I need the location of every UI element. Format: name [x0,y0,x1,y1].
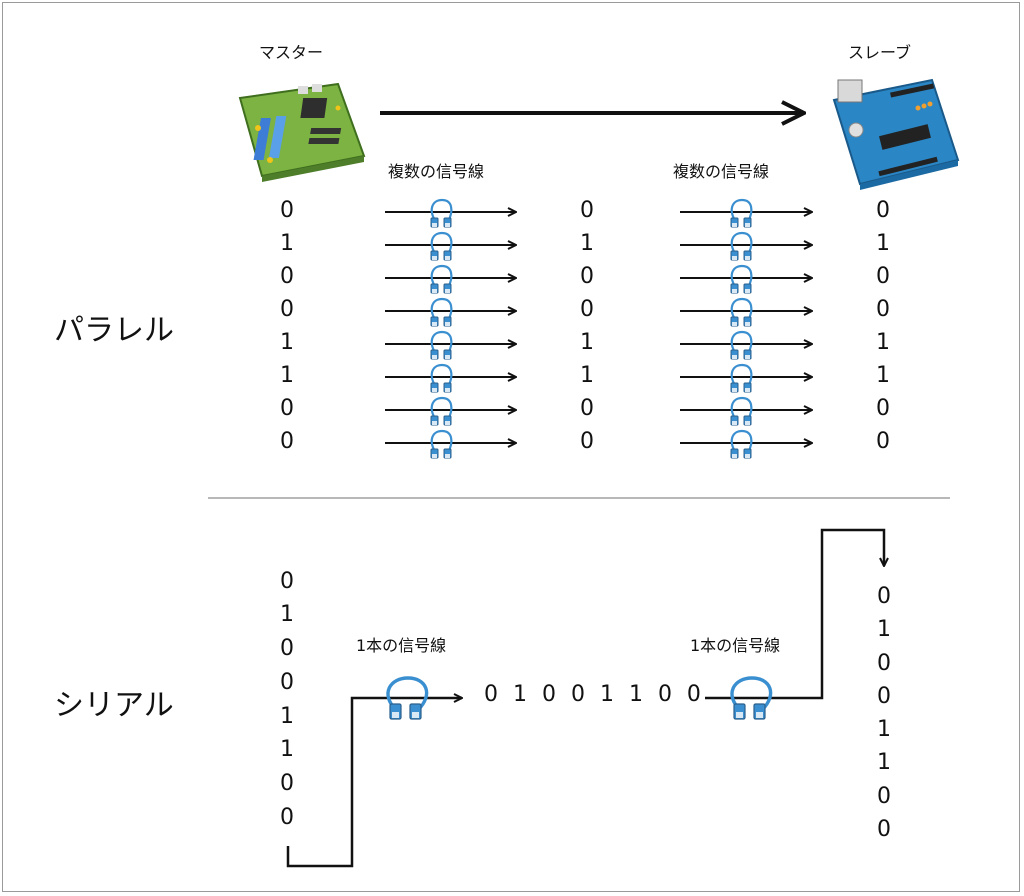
slave-bit: 1 [876,363,890,388]
microcontroller-board-icon [832,78,960,190]
slave-bit: 0 [876,297,890,322]
master-bit: 0 [280,429,294,454]
serial-input-bit: 1 [280,737,294,762]
motherboard-icon [238,82,366,182]
serial-output-bit: 0 [877,784,891,809]
lines-label-left: 複数の信号線 [388,162,485,181]
slave-bit: 1 [876,330,890,355]
middle-bit: 0 [580,396,594,421]
serial-bit-sequence: 0 1 0 0 1 1 0 0 [484,682,705,707]
slave-label: スレーブ [848,43,912,62]
serial-input-bit: 1 [280,704,294,729]
cable-icon [429,198,453,229]
cable-icon [729,429,753,460]
cable-icon [729,198,753,229]
middle-bit: 1 [580,363,594,388]
serial-output-bit: 1 [877,717,891,742]
master-label: マスター [259,43,324,62]
master-bit: 1 [280,330,294,355]
master-bit: 0 [280,198,294,223]
cable-icon [429,429,453,460]
serial-output-bit: 0 [877,651,891,676]
serial-input-bit: 0 [280,805,294,830]
serial-output-bit: 1 [877,617,891,642]
cable-icon [729,330,753,361]
master-bit: 0 [280,396,294,421]
serial-input-bit: 0 [280,670,294,695]
slave-bit: 0 [876,429,890,454]
cable-icon [729,363,753,394]
slave-bit: 1 [876,231,890,256]
master-bit: 1 [280,363,294,388]
master-bit: 0 [280,264,294,289]
serial-title: シリアル [54,688,174,723]
middle-bit: 1 [580,330,594,355]
serial-line-label-right: 1本の信号線 [690,636,781,655]
master-bit: 1 [280,231,294,256]
serial-line-label-left: 1本の信号線 [356,636,447,655]
cable-icon [729,231,753,262]
parallel-title: パラレル [54,313,174,348]
cable-icon [429,264,453,295]
serial-output-bit: 1 [877,750,891,775]
cable-icon [429,297,453,328]
cable-icon [729,264,753,295]
slave-bit: 0 [876,396,890,421]
serial-output-bit: 0 [877,584,891,609]
middle-bit: 0 [580,297,594,322]
cable-icon [429,396,453,427]
serial-input-bit: 0 [280,569,294,594]
cable-icon [429,363,453,394]
master-bit: 0 [280,297,294,322]
serial-output-bit: 0 [877,817,891,842]
cable-icon [429,231,453,262]
middle-bit: 0 [580,429,594,454]
serial-output-path [705,528,884,700]
serial-input-path [286,698,462,868]
cable-icon [429,330,453,361]
serial-input-bit: 1 [280,602,294,627]
slave-bit: 0 [876,198,890,223]
cable-icon [729,396,753,427]
middle-bit: 0 [580,264,594,289]
serial-input-bit: 0 [280,636,294,661]
middle-bit: 1 [580,231,594,256]
parallel-signal-lines [385,198,812,460]
cable-icon [729,297,753,328]
middle-bit: 0 [580,198,594,223]
serial-output-bit: 0 [877,684,891,709]
lines-label-right: 複数の信号線 [673,162,770,181]
slave-bit: 0 [876,264,890,289]
serial-input-bit: 0 [280,771,294,796]
